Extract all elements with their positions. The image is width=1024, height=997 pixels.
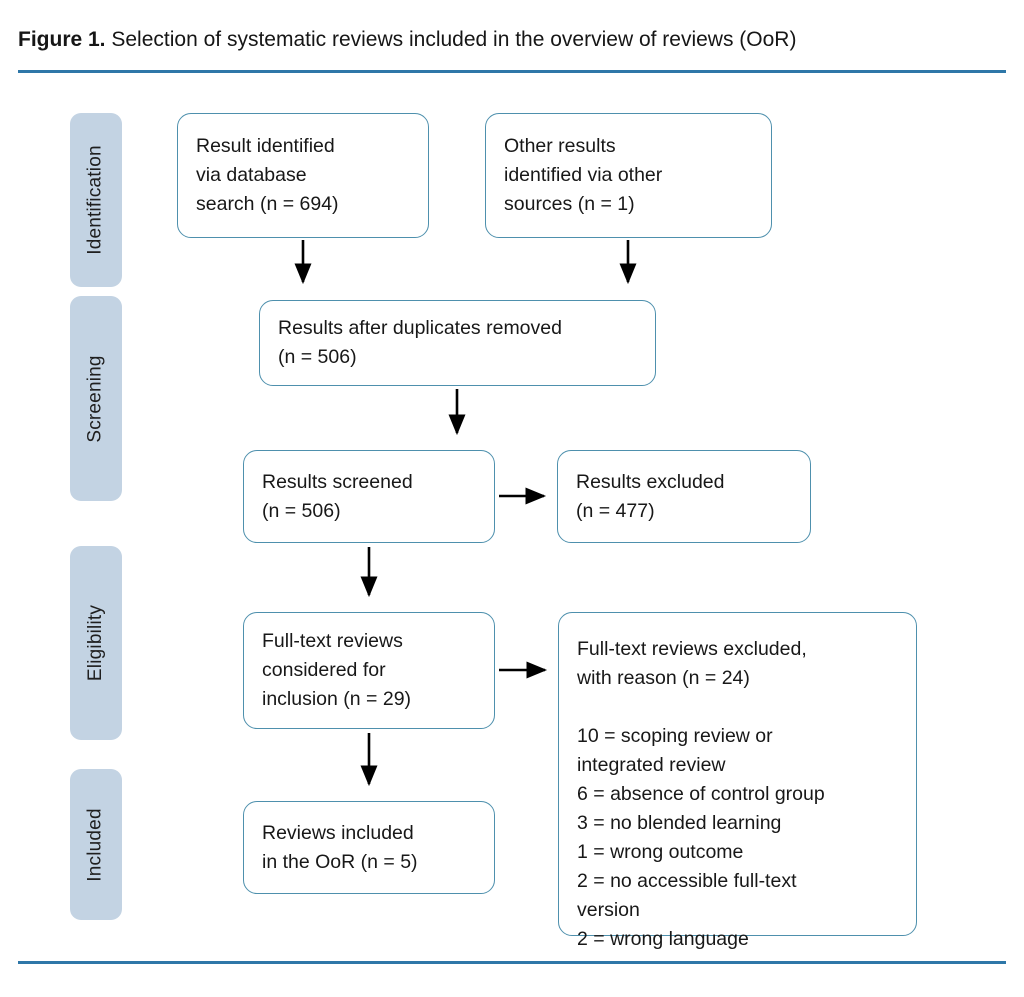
- figure-caption: Figure 1. Selection of systematic review…: [18, 26, 1008, 54]
- box-duplicates-removed-text: Results after duplicates removed (n = 50…: [278, 317, 562, 368]
- box-identified-other: Other results identified via other sourc…: [485, 113, 772, 238]
- stage-label-screening: Screening: [70, 296, 122, 501]
- stage-label-identification-text: Identification: [85, 145, 107, 255]
- box-results-excluded: Results excluded (n = 477): [557, 450, 811, 543]
- figure-divider-bottom: [18, 961, 1006, 964]
- box-reviews-included-text: Reviews included in the OoR (n = 5): [262, 821, 418, 873]
- stage-label-eligibility-text: Eligibility: [85, 604, 106, 682]
- stage-label-included-text: Included: [85, 807, 106, 882]
- box-identified-database: Result identified via database search (n…: [177, 113, 429, 238]
- box-fulltext-excluded: Full-text reviews excluded, with reason …: [558, 612, 917, 950]
- stage-label-included: Included: [70, 769, 122, 920]
- box-fulltext-excluded-text: Full-text reviews excluded, with reason …: [577, 638, 825, 950]
- box-fulltext-considered: Full-text reviews considered for inclusi…: [243, 612, 495, 729]
- box-duplicates-removed: Results after duplicates removed (n = 50…: [259, 300, 656, 386]
- stage-label-identification: Identification: [70, 113, 122, 287]
- box-results-screened: Results screened (n = 506): [243, 450, 495, 543]
- box-reviews-included: Reviews included in the OoR (n = 5): [243, 801, 495, 894]
- figure-title: Selection of systematic reviews included…: [105, 28, 797, 51]
- box-fulltext-considered-text: Full-text reviews considered for inclusi…: [262, 630, 412, 710]
- box-identified-other-text: Other results identified via other sourc…: [504, 135, 663, 215]
- stage-label-screening-text: Screening: [85, 354, 107, 443]
- figure-number: Figure 1.: [18, 28, 106, 51]
- stage-label-eligibility: Eligibility: [70, 546, 122, 740]
- box-identified-database-text: Result identified via database search (n…: [196, 135, 339, 215]
- caption-divider-top: [18, 70, 1006, 73]
- box-results-excluded-text: Results excluded (n = 477): [576, 470, 725, 522]
- box-results-screened-text: Results screened (n = 506): [262, 470, 413, 522]
